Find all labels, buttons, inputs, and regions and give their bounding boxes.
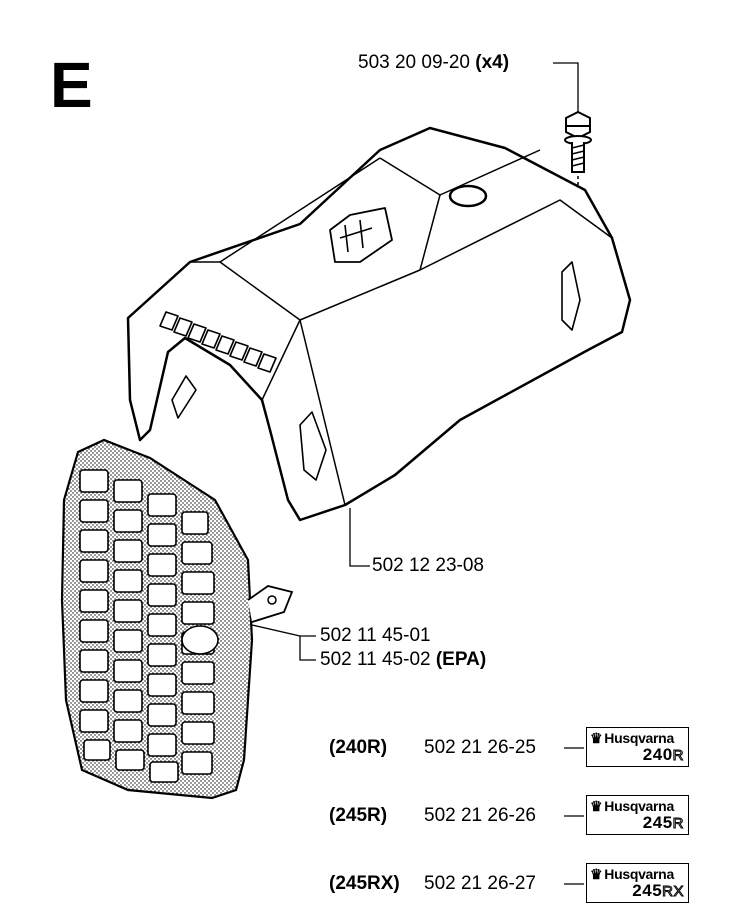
decal-245rx: ♛Husqvarna 245RX	[586, 863, 689, 903]
decal-model: 245RX	[632, 881, 684, 901]
decal-240r: ♛Husqvarna 240R	[586, 727, 689, 767]
section-letter: E	[50, 49, 93, 121]
husqvarna-crown-icon: ♛	[590, 866, 603, 882]
decal-model: 240R	[642, 745, 684, 765]
grille-part-number-2: 502 11 45-02	[320, 649, 431, 670]
husqvarna-crown-icon: ♛	[590, 730, 603, 746]
bolt-part-number: 503 20 09-20	[358, 52, 470, 73]
decal-245r: ♛Husqvarna 245R	[586, 795, 689, 835]
bolt-quantity: (x4)	[475, 52, 510, 73]
cylinder-cover-drawing	[126, 126, 632, 522]
cover-part-number: 502 12 23-08	[372, 555, 484, 576]
bolt-drawing	[564, 110, 592, 173]
decal-model-tag-240r: (240R)	[329, 737, 388, 758]
decal-model-tag-245r: (245R)	[329, 805, 388, 826]
grille-part-number-1: 502 11 45-01	[320, 625, 431, 646]
grille-part-label-2: 502 11 45-02 (EPA)	[320, 649, 486, 671]
decal-part-number-245rx: 502 21 26-27	[424, 873, 536, 894]
decal-brand: ♛Husqvarna	[590, 866, 674, 882]
air-grille-drawing	[60, 438, 294, 800]
decal-model: 245R	[642, 813, 684, 833]
decal-brand: ♛Husqvarna	[590, 798, 674, 814]
leader-lines	[251, 62, 584, 885]
grille-slots	[79, 469, 215, 783]
decal-part-number-245r: 502 21 26-26	[424, 805, 536, 826]
decal-brand: ♛Husqvarna	[590, 730, 674, 746]
decal-model-tag-245rx: (245RX)	[329, 873, 400, 894]
grille-part-note: (EPA)	[435, 649, 487, 670]
bolt-part-label: 503 20 09-20 (x4)	[358, 52, 509, 74]
husqvarna-crown-icon: ♛	[590, 798, 603, 814]
decal-part-number-240r: 502 21 26-25	[424, 737, 536, 758]
